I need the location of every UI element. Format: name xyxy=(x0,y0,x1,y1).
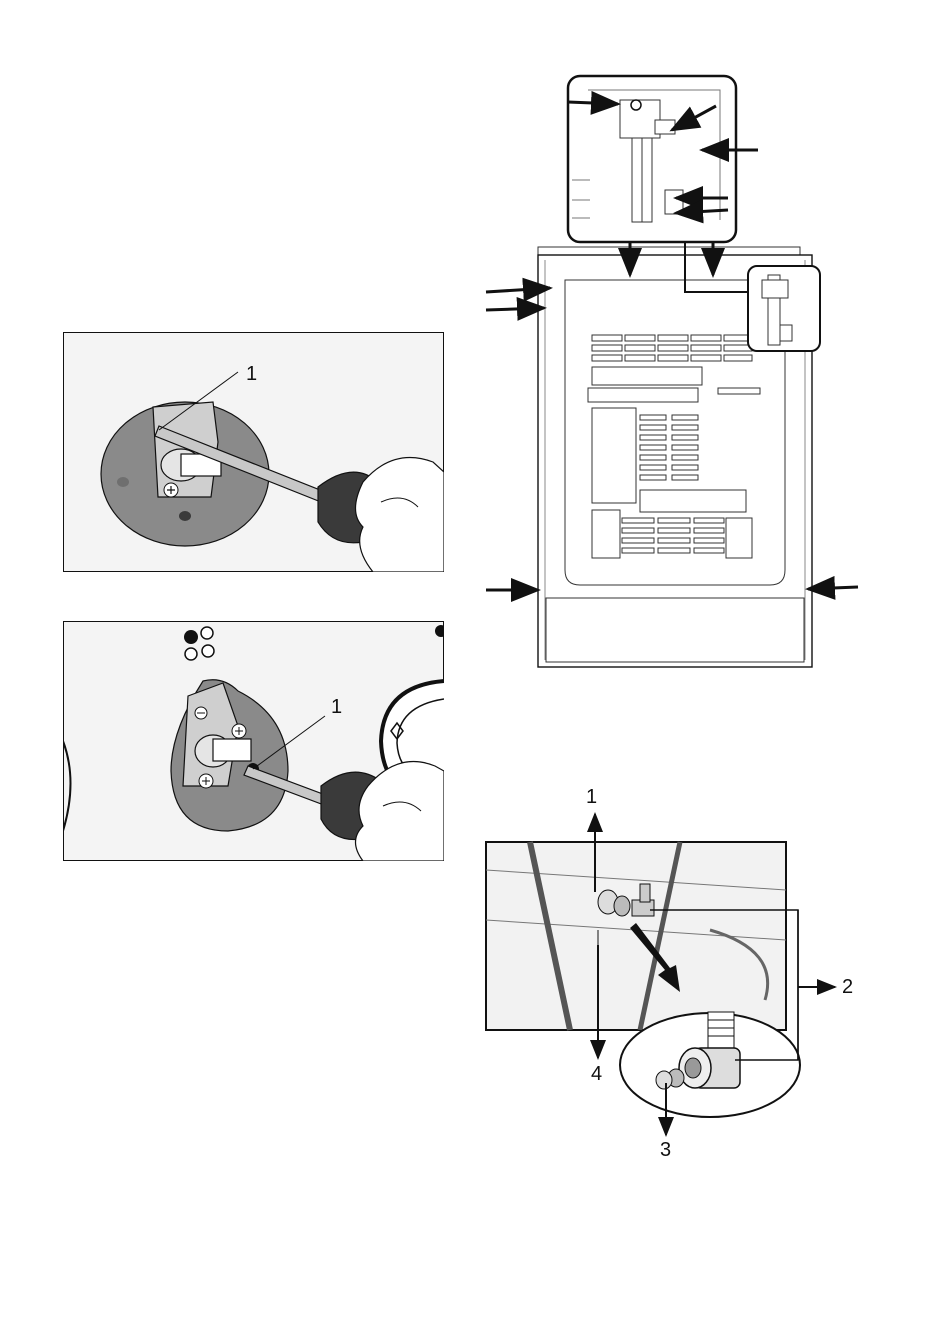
figure-rear-panel-art xyxy=(480,70,880,680)
figure-knob-stem-drop: 1 xyxy=(63,621,444,861)
callout-4: 4 xyxy=(591,1064,602,1084)
figure-rear-panel xyxy=(480,70,880,680)
callout-1: 1 xyxy=(586,787,597,807)
callout-1: 1 xyxy=(246,364,257,384)
figure-knob-stem-round: 1 xyxy=(63,332,444,572)
callout-1: 1 xyxy=(331,697,342,717)
figure-connector-detail: 1 2 3 4 xyxy=(480,780,880,1165)
callout-3: 3 xyxy=(660,1140,671,1160)
figure-connector-detail-art xyxy=(480,780,880,1165)
callout-2: 2 xyxy=(842,977,853,997)
figure-knob-stem-drop-art xyxy=(63,621,444,861)
